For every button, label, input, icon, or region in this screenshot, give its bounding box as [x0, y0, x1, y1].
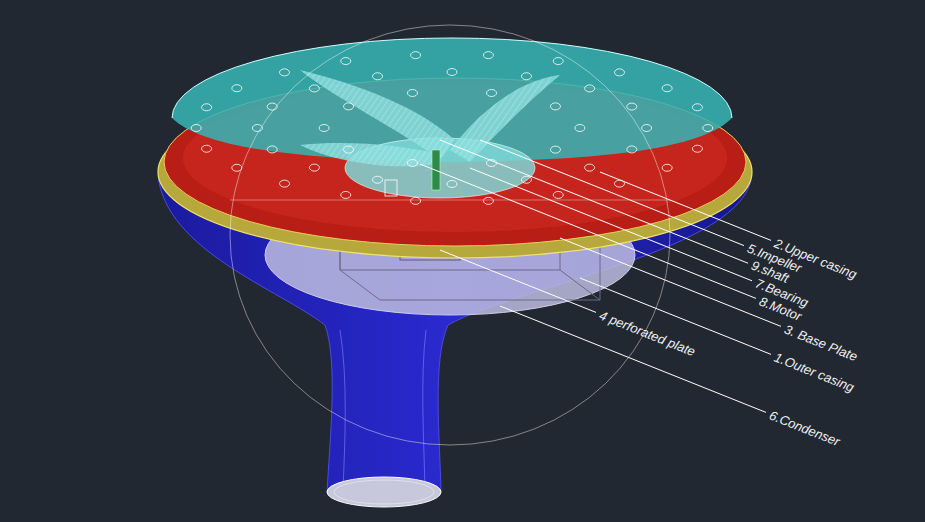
hole	[344, 146, 354, 153]
hole	[521, 73, 531, 80]
hole	[202, 104, 212, 111]
impeller-blade-hatch	[300, 143, 445, 166]
wireframe-outline	[230, 25, 670, 445]
hole	[585, 85, 595, 92]
bearing	[385, 180, 397, 196]
hole	[373, 73, 383, 80]
hole	[692, 104, 702, 111]
hole	[341, 58, 351, 65]
hole	[202, 145, 212, 152]
hole	[407, 159, 417, 166]
hole	[614, 69, 624, 76]
hole	[344, 103, 354, 110]
hole	[267, 146, 277, 153]
hole	[373, 176, 383, 183]
hole	[692, 145, 702, 152]
hole	[319, 125, 329, 132]
part-label: 4 perforated plate	[597, 307, 697, 359]
leader-line	[480, 140, 744, 246]
outlet-inner	[334, 480, 434, 504]
hole	[447, 181, 457, 188]
hole	[191, 125, 201, 132]
impeller-blade-hatch	[450, 75, 560, 162]
hole	[407, 90, 417, 97]
leader-lines	[420, 140, 781, 412]
hole	[521, 176, 531, 183]
hole	[341, 191, 351, 198]
hole	[252, 125, 262, 132]
hole	[309, 164, 319, 171]
hole	[703, 125, 713, 132]
hole	[487, 90, 497, 97]
hole	[627, 146, 637, 153]
hole	[267, 103, 277, 110]
part-label: 6.Condenser	[767, 407, 842, 449]
hole	[411, 52, 421, 59]
hole	[553, 191, 563, 198]
hole	[280, 69, 290, 76]
hole	[575, 125, 585, 132]
hole	[232, 164, 242, 171]
hole	[627, 103, 637, 110]
hole	[232, 85, 242, 92]
hole	[411, 197, 421, 204]
hole	[483, 52, 493, 59]
hole	[309, 85, 319, 92]
hole	[550, 103, 560, 110]
hole	[280, 180, 290, 187]
impeller-blade	[450, 75, 560, 162]
cap-edge	[172, 38, 732, 118]
hole	[662, 164, 672, 171]
hole	[483, 197, 493, 204]
hole	[585, 164, 595, 171]
hole	[447, 69, 457, 76]
leader-line	[440, 140, 748, 263]
hole	[553, 58, 563, 65]
hole-pattern	[191, 52, 713, 205]
impeller-blade	[300, 143, 445, 166]
leader-line	[500, 306, 766, 412]
wireframe-line	[230, 200, 670, 201]
neck-edge	[340, 330, 426, 490]
leader-line	[470, 168, 752, 281]
leader-line	[420, 164, 756, 298]
hole	[550, 146, 560, 153]
outlet-ellipse	[327, 477, 441, 507]
leader-line	[440, 250, 596, 312]
hole	[642, 125, 652, 132]
hole	[662, 85, 672, 92]
